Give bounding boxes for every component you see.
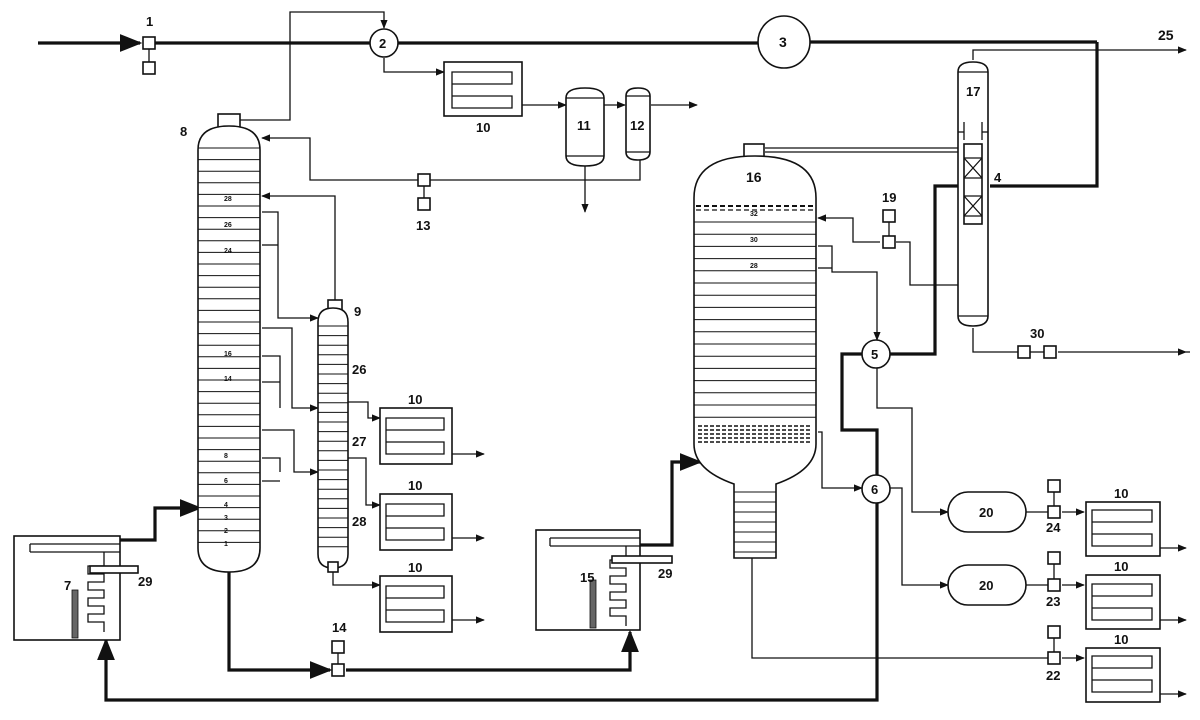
label-24: 24 [1046,520,1061,535]
valve-30[interactable] [1017,345,1057,359]
furnace-7[interactable] [13,535,139,641]
label-10d: 10 [408,560,422,575]
label-29b: 29 [658,566,672,581]
label-23: 23 [1046,594,1060,609]
label-6: 6 [871,482,878,497]
thin-process-lines [240,11,1190,698]
tray-label: 30 [750,237,758,244]
label-20a: 20 [979,505,993,520]
label-14: 14 [332,620,347,635]
tray-label: 14 [224,376,232,383]
valve-1[interactable] [142,36,156,75]
column-9[interactable] [317,299,349,573]
label-25: 25 [1158,27,1174,43]
label-7: 7 [64,578,71,593]
label-3: 3 [779,34,787,50]
label-28: 28 [352,514,366,529]
thick-process-lines [38,34,1099,702]
tray-label: 8 [224,453,228,460]
label-15: 15 [580,570,594,585]
column-8[interactable]: 28 26 24 16 14 8 6 4 3 2 1 [197,113,261,573]
label-11: 11 [577,118,591,133]
tray-label: 28 [750,263,758,270]
label-12: 12 [630,118,644,133]
tray-label: 26 [224,222,232,229]
cooler-10-c[interactable] [379,575,453,633]
label-17: 17 [966,84,980,99]
exchanger-2[interactable] [369,28,399,58]
column-17[interactable] [957,61,989,327]
label-22: 22 [1046,668,1060,683]
label-10e: 10 [1114,486,1128,501]
valve-19[interactable] [882,209,896,249]
label-27: 27 [352,434,366,449]
cooler-10-d[interactable] [1085,501,1161,557]
label-26: 26 [352,362,366,377]
tray-label: 6 [224,478,228,485]
valve-23[interactable] [1047,551,1061,592]
number-labels: 1 2 3 25 10 11 12 8 13 9 26 27 28 10 10 … [64,14,1174,683]
label-10b: 10 [408,392,422,407]
tray-label: 16 [224,351,232,358]
label-10g: 10 [1114,632,1128,647]
label-10a: 10 [476,120,490,135]
label-9: 9 [354,304,361,319]
valve-24[interactable] [1047,479,1061,519]
tray-label: 4 [224,502,228,509]
label-20b: 20 [979,578,993,593]
cooler-10-a[interactable] [379,407,453,465]
label-30: 30 [1030,326,1044,341]
label-29a: 29 [138,574,152,589]
label-2: 2 [379,36,386,51]
cooler-10-f[interactable] [1085,647,1161,703]
label-19: 19 [882,190,896,205]
exchanger-5[interactable] [861,339,891,369]
drum-20-b[interactable] [947,564,1027,606]
exchanger-6[interactable] [861,474,891,504]
valve-13[interactable] [417,173,431,211]
label-16: 16 [746,169,762,185]
cooler-10-top[interactable] [443,61,523,117]
tray-label: 3 [224,515,228,522]
drum-20-a[interactable] [947,491,1027,533]
label-8: 8 [180,124,187,139]
label-5: 5 [871,347,878,362]
column-16[interactable]: 32 30 28 [693,143,817,559]
cooler-10-b[interactable] [379,493,453,551]
label-4: 4 [994,170,1002,185]
label-1: 1 [146,14,153,29]
label-10c: 10 [408,478,422,493]
tray-label: 1 [224,541,228,548]
valve-22[interactable] [1047,625,1061,665]
label-13: 13 [416,218,430,233]
tray-label: 24 [224,248,232,255]
compressor-3[interactable] [757,15,811,69]
cooler-10-e[interactable] [1085,574,1161,630]
tray-label: 2 [224,528,228,535]
label-10f: 10 [1114,559,1128,574]
tray-label: 32 [750,211,758,218]
furnace-15[interactable] [535,529,673,631]
valve-14[interactable] [331,640,345,677]
tray-label: 28 [224,196,232,203]
